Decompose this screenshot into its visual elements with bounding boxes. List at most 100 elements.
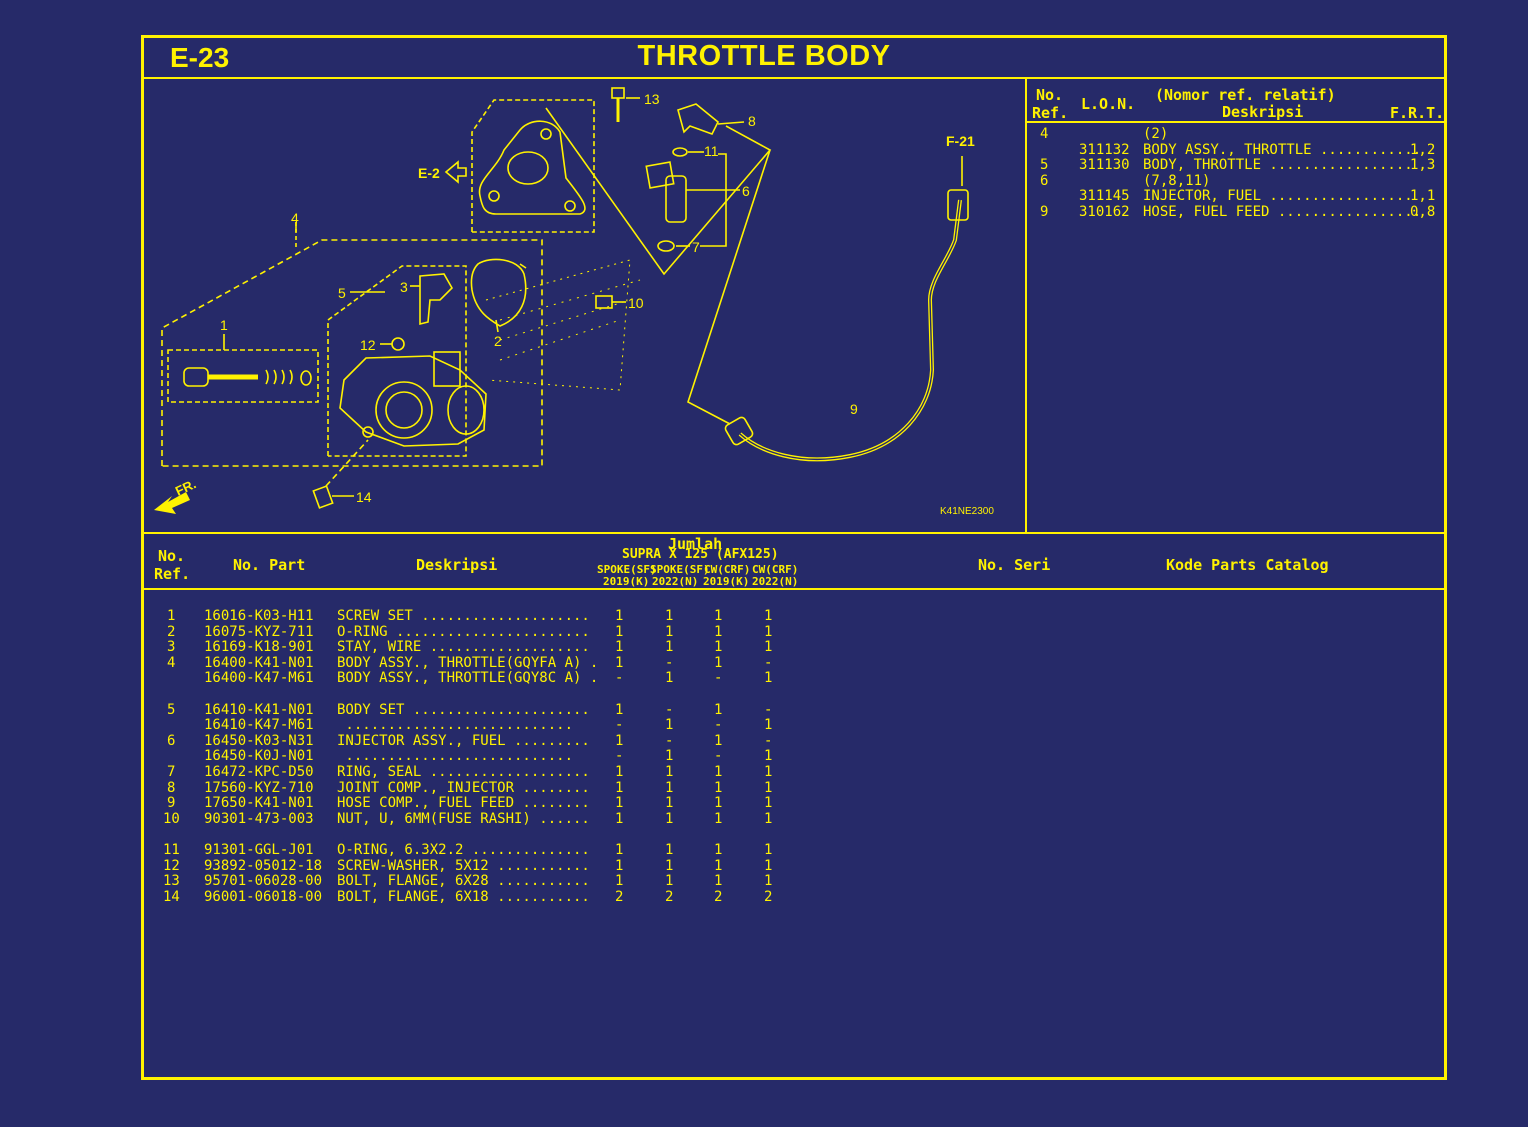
row-quantity: 1 — [714, 764, 723, 780]
row-ref: 3 — [167, 639, 176, 656]
row-ref: 11 — [163, 842, 180, 858]
parts-header-jumlah: Jumlah — [668, 535, 723, 553]
row-description: JOINT COMP., INJECTOR ........ — [337, 779, 590, 796]
row-part-number: 16016-K03-H11 — [204, 608, 314, 624]
row-quantity: 1 — [665, 717, 674, 734]
row-part-number: 16400-K47-M61 — [204, 670, 314, 687]
row-quantity: 1 — [714, 639, 723, 656]
row-description: O-RING ....................... — [337, 623, 590, 640]
row-quantity: 1 — [714, 795, 723, 812]
diagram-label-11: 11 — [704, 143, 719, 159]
group-box-1 — [167, 349, 319, 403]
row-quantity: 1 — [764, 670, 773, 687]
parts-header-year-3: 2019(K) — [703, 575, 750, 588]
row-quantity: - — [714, 748, 723, 765]
row-quantity: 1 — [615, 732, 624, 749]
row-ref: 1 — [167, 608, 176, 624]
parts-header-year-2: 2022(N) — [652, 575, 699, 588]
row-quantity: 1 — [665, 764, 674, 780]
row-description: BODY ASSY., THROTTLE(GQY8C A) . — [337, 670, 599, 687]
row-ref: 8 — [167, 779, 176, 796]
row-part-number: 95701-06028-00 — [204, 873, 323, 890]
frt-header-no: No. — [1036, 86, 1064, 104]
parts-header-divider — [144, 588, 1444, 590]
row-quantity: 1 — [764, 608, 773, 624]
row-part-number: 16400-K41-N01 — [204, 654, 314, 671]
row-quantity: 1 — [665, 873, 674, 890]
row-quantity: 2 — [764, 888, 773, 905]
row-quantity: 1 — [615, 873, 624, 890]
parts-header-model: SUPRA X 125 (AFX125) — [622, 547, 779, 562]
row-part-number: 16472-KPC-D50 — [204, 764, 314, 780]
row-quantity: 1 — [714, 842, 723, 858]
row-quantity: 1 — [764, 795, 773, 812]
row-ref: 5 — [167, 701, 176, 718]
row-quantity: 1 — [714, 732, 723, 749]
diagram-label-5: 5 — [338, 285, 346, 301]
page-code: E-23 — [170, 42, 230, 73]
row-description: ........................... — [337, 748, 574, 765]
parts-header-variant-4: CW(CRF) — [752, 563, 799, 576]
row-ref: 14 — [163, 888, 180, 905]
row-quantity: 1 — [764, 810, 773, 827]
frt-header-lon: L.O.N. — [1081, 95, 1136, 113]
row-quantity: 1 — [764, 748, 773, 765]
row-part-number: 90301-473-003 — [204, 810, 314, 827]
row-quantity: 1 — [665, 623, 674, 640]
row-quantity: - — [714, 717, 723, 734]
row-quantity: - — [665, 654, 674, 671]
row-description: RING, SEAL ................... — [337, 764, 590, 780]
row-quantity: 1 — [714, 654, 723, 671]
parts-header-kode: Kode Parts Catalog — [1166, 556, 1329, 574]
row-quantity: 1 — [615, 764, 624, 780]
row-quantity: 1 — [615, 701, 624, 718]
catalog-frame — [141, 35, 1447, 1080]
row-part-number: 91301-GGL-J01 — [204, 842, 314, 858]
row-quantity: - — [665, 732, 674, 749]
parts-table: 1 16016-K03-H11 SCREW SET ................… — [0, 608, 1528, 908]
row-quantity: 1 — [615, 623, 624, 640]
frt-header-desc-1: (Nomor ref. relatif) — [1155, 86, 1336, 104]
group-box-4 — [161, 239, 543, 467]
row-part-number: 96001-06018-00 — [204, 888, 323, 905]
row-quantity: 1 — [714, 608, 723, 624]
row-quantity: 1 — [615, 639, 624, 656]
parts-header-variant-2: SPOKE(SF) — [650, 563, 710, 576]
diagram-label-6: 6 — [742, 183, 750, 199]
group-box-5 — [327, 265, 467, 457]
row-quantity: 1 — [714, 810, 723, 827]
throttle-body — [339, 355, 487, 447]
row-quantity: 1 — [714, 873, 723, 890]
row-quantity: 2 — [714, 888, 723, 905]
row-quantity: 1 — [665, 795, 674, 812]
frt-header-divider — [1027, 121, 1444, 123]
parts-header-year-1: 2019(K) — [603, 575, 650, 588]
row-quantity: 1 — [615, 810, 624, 827]
row-description: SCREW SET .................... — [337, 608, 590, 624]
page-title: THROTTLE BODY — [637, 40, 891, 72]
row-description: INJECTOR ASSY., FUEL ......... — [337, 732, 590, 749]
callout-f21: F-21 — [946, 133, 975, 149]
parts-header-ref: Ref. — [154, 565, 191, 583]
parts-header-part: No. Part — [233, 556, 306, 574]
row-quantity: - — [615, 670, 624, 687]
parts-header-desc: Deskripsi — [416, 556, 498, 574]
row-quantity: - — [764, 654, 773, 671]
row-quantity: - — [764, 732, 773, 749]
row-quantity: 1 — [764, 623, 773, 640]
row-description: STAY, WIRE ................... — [337, 639, 590, 656]
row-quantity: 1 — [764, 857, 773, 874]
diagram-label-1: 1 — [220, 317, 228, 333]
row-description: SCREW-WASHER, 5X12 ........... — [337, 857, 590, 874]
row-part-number: 16410-K47-M61 — [204, 717, 314, 734]
diagram-label-3: 3 — [400, 279, 408, 295]
row-part-number: 16075-KYZ-711 — [204, 623, 314, 640]
row-part-number: 16450-K03-N31 — [204, 732, 314, 749]
diagram-bottom-divider — [144, 532, 1444, 534]
row-description: BOLT, FLANGE, 6X18 ........... — [337, 888, 590, 905]
row-quantity: 1 — [665, 810, 674, 827]
intake-manifold — [478, 120, 586, 215]
row-quantity: - — [615, 717, 624, 734]
row-quantity: 1 — [665, 639, 674, 656]
row-quantity: 1 — [615, 654, 624, 671]
